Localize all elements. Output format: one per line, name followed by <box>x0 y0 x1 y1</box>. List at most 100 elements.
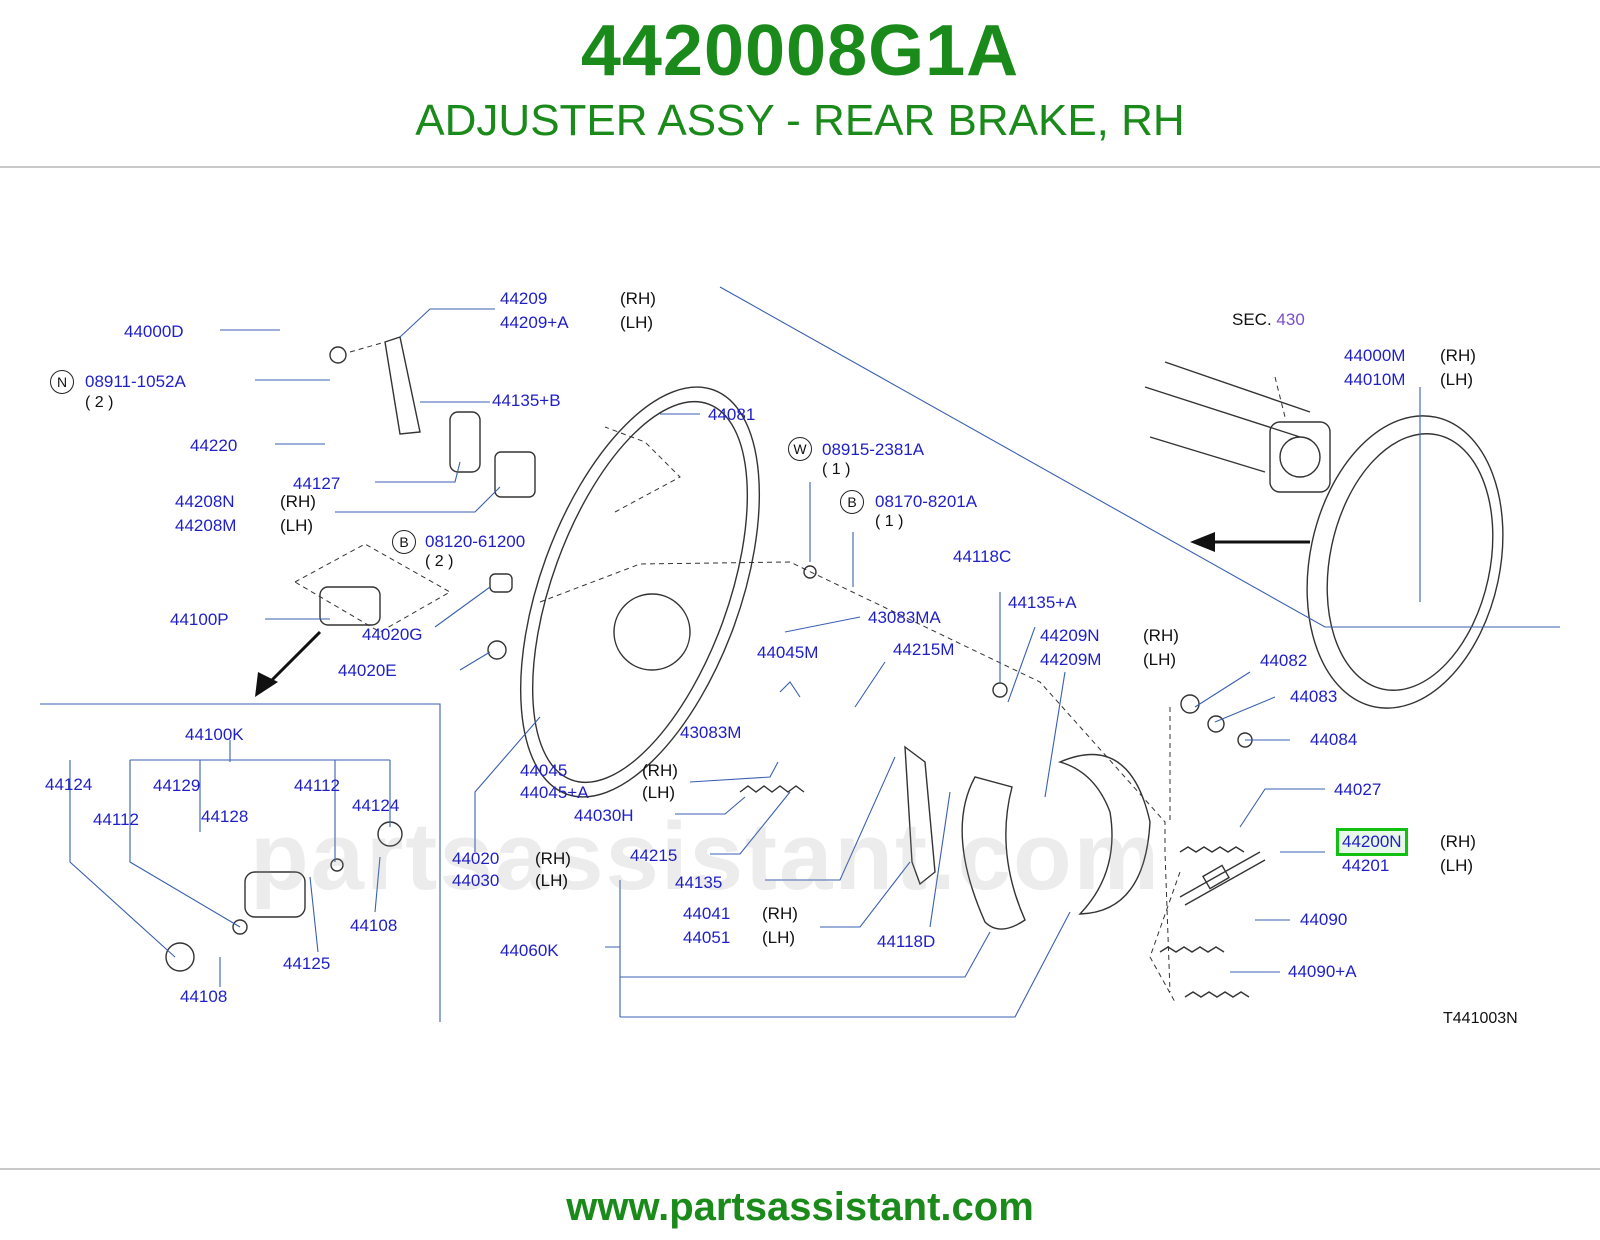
label-44100P[interactable]: 44100P <box>170 610 229 629</box>
label-44209A[interactable]: 44209+A <box>500 313 569 332</box>
label-44030H[interactable]: 44030H <box>574 806 634 825</box>
assembled-brake-inner <box>1326 433 1494 691</box>
side-44041: (RH) <box>762 904 798 923</box>
label-08911-1052A[interactable]: 08911-1052A <box>85 372 186 391</box>
label-44108-left[interactable]: 44108 <box>180 987 228 1006</box>
label-44060K[interactable]: 44060K <box>500 941 559 960</box>
label-44045M[interactable]: 44045M <box>757 643 819 662</box>
leader-44045 <box>689 761 779 783</box>
label-44082[interactable]: 44082 <box>1260 651 1308 670</box>
axle-flange <box>1269 421 1331 493</box>
label-44201[interactable]: 44201 <box>1342 856 1390 875</box>
axle-housing-lines <box>1144 361 1311 473</box>
grommet <box>449 411 481 473</box>
dash-assembly-path <box>539 561 1171 993</box>
label-44135[interactable]: 44135 <box>675 873 723 892</box>
parking-lever <box>904 745 936 886</box>
label-44124-right[interactable]: 44124 <box>352 796 400 815</box>
clip-44118C <box>992 682 1008 698</box>
label-44083[interactable]: 44083 <box>1290 687 1338 706</box>
label-44051[interactable]: 44051 <box>683 928 731 947</box>
label-44100K[interactable]: 44100K <box>185 725 244 744</box>
label-44208M[interactable]: 44208M <box>175 516 237 535</box>
label-44215M[interactable]: 44215M <box>893 640 955 659</box>
label-08170-8201A[interactable]: 08170-8201A <box>875 492 978 511</box>
side-44051: (LH) <box>762 928 796 947</box>
label-44000M[interactable]: 44000M <box>1344 346 1406 365</box>
leader-inset-box <box>40 703 441 1022</box>
adjuster-wheel <box>1202 864 1230 890</box>
section-number[interactable]: 430 <box>1276 310 1305 329</box>
label-44081[interactable]: 44081 <box>708 405 756 424</box>
side-44045: (RH) <box>642 761 678 780</box>
label-44020G[interactable]: 44020G <box>362 625 423 644</box>
side-44010M: (LH) <box>1440 370 1474 389</box>
qty-08911: ( 2 ) <box>85 394 114 411</box>
leader-44215M <box>854 661 886 708</box>
header-divider <box>0 166 1600 168</box>
label-44020[interactable]: 44020 <box>452 849 500 868</box>
label-44124-left[interactable]: 44124 <box>45 775 93 794</box>
label-44209[interactable]: 44209 <box>500 289 548 308</box>
assembled-brake-drum <box>1306 415 1504 709</box>
label-44045A[interactable]: 44045+A <box>520 783 589 802</box>
label-44135A[interactable]: 44135+A <box>1008 593 1077 612</box>
label-44112-right[interactable]: 44112 <box>294 776 341 795</box>
label-44020E[interactable]: 44020E <box>338 661 397 680</box>
leader-44127 <box>375 461 461 483</box>
leader-44135 <box>765 756 896 881</box>
leader-44100K-tree <box>69 740 391 958</box>
side-44209N: (RH) <box>1143 626 1179 645</box>
label-44209N[interactable]: 44209N <box>1040 626 1100 645</box>
part-44082 <box>1180 694 1200 714</box>
label-08915-2381A[interactable]: 08915-2381A <box>822 440 925 459</box>
side-44209M: (LH) <box>1143 650 1177 669</box>
direction-arrowhead-left <box>1190 532 1215 552</box>
label-44112-left[interactable]: 44112 <box>93 810 140 829</box>
label-44129[interactable]: 44129 <box>153 776 201 795</box>
label-44127[interactable]: 44127 <box>293 474 341 493</box>
diagram-ref-code: T441003N <box>1443 1010 1518 1027</box>
label-43083M[interactable]: 43083M <box>680 723 742 742</box>
part-number-title: 4420008G1A <box>580 11 1020 91</box>
label-44128[interactable]: 44128 <box>201 807 249 826</box>
spring-44090 <box>1159 946 1225 953</box>
leader-44208N <box>335 486 501 513</box>
label-44090[interactable]: 44090 <box>1300 910 1348 929</box>
label-08120-61200[interactable]: 08120-61200 <box>425 532 526 551</box>
side-44200N: (RH) <box>1440 832 1476 851</box>
leader-44209 <box>399 308 495 338</box>
label-44118D[interactable]: 44118D <box>877 932 936 951</box>
label-44135B[interactable]: 44135+B <box>492 391 561 410</box>
label-44209M[interactable]: 44209M <box>1040 650 1102 669</box>
leader-44020 <box>474 716 541 852</box>
label-44125[interactable]: 44125 <box>283 954 331 973</box>
label-44041[interactable]: 44041 <box>683 904 731 923</box>
spring-44090A <box>1184 991 1250 998</box>
label-44215[interactable]: 44215 <box>630 846 678 865</box>
label-44118C[interactable]: 44118C <box>953 547 1012 566</box>
washer-08915 <box>803 565 817 579</box>
leader-44215 <box>710 791 791 855</box>
label-44027[interactable]: 44027 <box>1334 780 1382 799</box>
qty-08915: ( 1 ) <box>822 461 851 478</box>
qty-08120: ( 2 ) <box>425 553 454 570</box>
label-44000D[interactable]: 44000D <box>124 322 184 341</box>
spring-44030H <box>739 785 805 793</box>
label-44084[interactable]: 44084 <box>1310 730 1358 749</box>
label-44090A[interactable]: 44090+A <box>1288 962 1357 981</box>
leader-44020E <box>459 651 491 671</box>
leader-section-box-top <box>719 286 1560 628</box>
label-44030[interactable]: 44030 <box>452 871 500 890</box>
backing-plate-outline <box>519 386 761 798</box>
label-44108-right[interactable]: 44108 <box>350 916 398 935</box>
label-44220[interactable]: 44220 <box>190 436 238 455</box>
section-reference: SEC. 430 <box>1232 310 1305 330</box>
label-44045[interactable]: 44045 <box>520 761 568 780</box>
footer-url[interactable]: www.partsassistant.com <box>566 1185 1034 1229</box>
leader-44135A <box>1007 626 1036 703</box>
label-43083MA[interactable]: 43083MA <box>868 608 941 627</box>
label-44200N-highlighted[interactable]: 44200N <box>1336 828 1408 856</box>
label-44010M[interactable]: 44010M <box>1344 370 1406 389</box>
label-44208N[interactable]: 44208N <box>175 492 235 511</box>
